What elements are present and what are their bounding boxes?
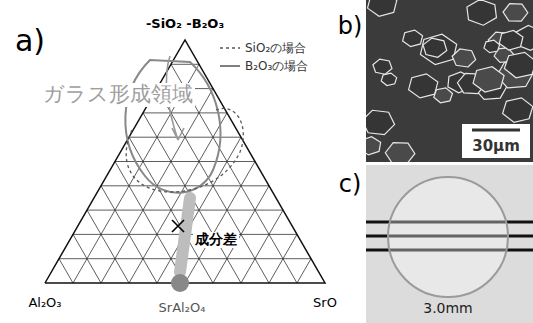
crystal-plate	[420, 34, 456, 64]
grid-line	[157, 137, 241, 283]
crystal-plate	[366, 137, 381, 155]
crystal-plate	[452, 49, 476, 67]
panel-letter: c)	[337, 171, 364, 197]
crystal-plate	[366, 110, 395, 134]
crystal-plate	[484, 40, 500, 53]
scale-label: 30μm	[470, 138, 522, 155]
legend: SiO₂の場合B₂O₃の場合	[214, 36, 313, 78]
crystal-plate	[403, 30, 423, 46]
crystal-plate	[473, 67, 504, 92]
grid-line	[143, 112, 227, 113]
region-b2o3	[125, 60, 220, 193]
grid-line	[101, 186, 157, 283]
composition-band	[180, 198, 190, 272]
crystal-plate	[467, 0, 497, 25]
legend-text: B₂O₃の場合	[245, 58, 308, 75]
corner-label: SrO	[311, 296, 339, 310]
legend-line	[220, 47, 240, 49]
panel-letter: b)	[336, 13, 365, 39]
grid-line	[241, 210, 283, 283]
callout-label: 成分差	[193, 232, 239, 247]
region-sio2	[126, 108, 243, 192]
grid-line	[185, 162, 255, 284]
grid-line	[129, 137, 213, 283]
grid-line	[297, 259, 311, 283]
crystal-plate	[499, 30, 523, 50]
legend-row: B₂O₃の場合	[219, 57, 308, 75]
grid-line	[171, 64, 199, 65]
crystal-plate	[385, 143, 415, 162]
grid-line	[73, 234, 101, 283]
grid-line	[87, 210, 129, 283]
photo-ground	[366, 165, 533, 323]
crystal-plate	[368, 0, 397, 16]
grid-line	[101, 185, 269, 186]
scale-bar	[472, 129, 520, 132]
crystal-plate	[504, 52, 533, 77]
sral2o4-point	[171, 274, 189, 292]
crystal-plate	[373, 59, 392, 74]
legend-row: SiO₂の場合	[219, 39, 308, 57]
legend-sample	[219, 61, 241, 71]
sem-image	[366, 0, 533, 162]
region-label: ガラス形成領域	[41, 83, 195, 106]
glass-disk	[388, 177, 508, 297]
grid-line	[143, 113, 241, 283]
legend-sample	[219, 43, 241, 53]
panel-letter: a)	[13, 24, 47, 57]
dimension-label: 3.0mm	[421, 301, 475, 316]
crystal-plate	[503, 98, 533, 122]
scale-bar-ground	[462, 124, 530, 158]
crystal-plate	[434, 88, 453, 103]
crystal-plate	[381, 73, 396, 85]
legend-text: SiO₂の場合	[245, 40, 306, 57]
compound-label: SrAl₂O₄	[157, 301, 208, 315]
sem-crystals	[366, 0, 533, 162]
grid-line	[129, 137, 241, 138]
grid-line	[115, 162, 185, 284]
legend-line	[220, 65, 240, 67]
crystal-plate	[423, 38, 447, 57]
apex-label: -SiO₂ -B₂O₃	[144, 17, 226, 31]
crystal-plate	[503, 4, 528, 21]
corner-label: Al₂O₃	[26, 296, 63, 310]
grid-line	[269, 234, 297, 283]
composition-cross	[172, 220, 184, 232]
grid-line	[59, 259, 73, 283]
crystal-plate	[409, 74, 438, 98]
